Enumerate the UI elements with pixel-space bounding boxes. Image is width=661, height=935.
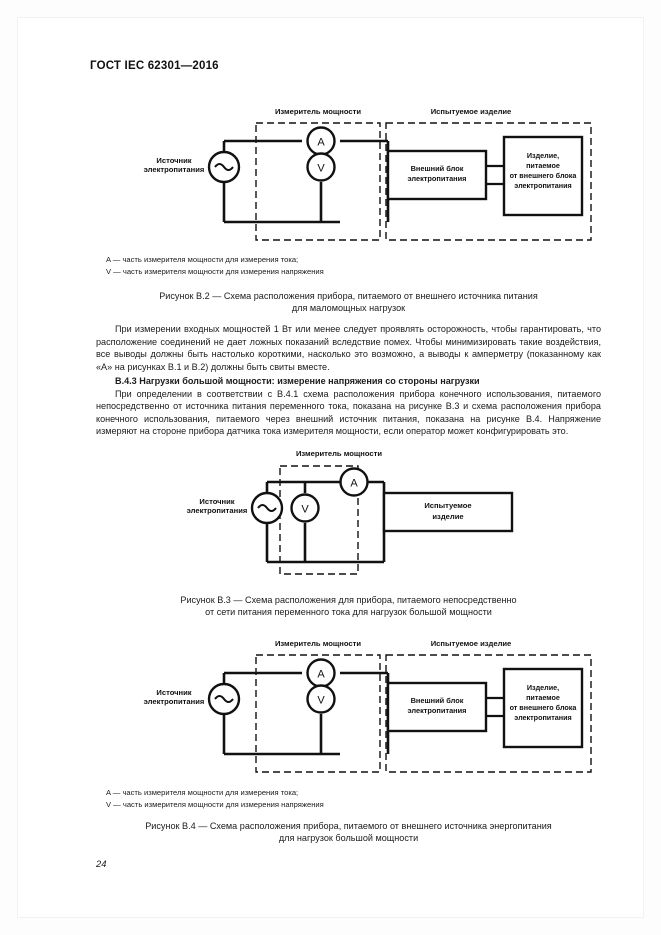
figure-b4-caption-line1: Рисунок B.4 — Схема расположения прибора… bbox=[145, 821, 552, 831]
figure-b2-caption-line1: Рисунок B.2 — Схема расположения прибора… bbox=[159, 291, 538, 301]
figure-b4-caption: Рисунок B.4 — Схема расположения прибора… bbox=[96, 820, 601, 845]
figure-b2-ac-sine-glyph bbox=[214, 163, 234, 171]
figure-b4-psu-eut-link bbox=[486, 696, 504, 718]
figure-b2: Измеритель мощности Испытуемое изделие И… bbox=[96, 104, 596, 249]
figure-b3-meter-boundary bbox=[279, 465, 359, 575]
figure-b2-legend-a: A — часть измерителя мощности для измере… bbox=[106, 255, 299, 264]
section-b43-body: При определении в соответствии с B.4.1 с… bbox=[96, 388, 601, 437]
section-b43-block: B.4.3 Нагрузки большой мощности: измерен… bbox=[96, 375, 601, 438]
figure-b4-voltmeter-label: V bbox=[317, 695, 325, 707]
figure-b2-caption: Рисунок B.2 — Схема расположения прибора… bbox=[96, 290, 601, 315]
figure-b4-psu-label-line1: Внешний блок bbox=[411, 696, 464, 705]
figure-b4-eut-label-line3: от внешнего блока bbox=[510, 703, 578, 712]
body-paragraph-1-block: При измерении входных мощностей 1 Вт или… bbox=[96, 323, 601, 373]
figure-b2-source-label-line1: Источник bbox=[156, 156, 191, 165]
figure-b4-eut-label-line1: Изделие, bbox=[527, 683, 559, 692]
figure-b3-eut-label-line2: изделие bbox=[432, 512, 463, 521]
body-paragraph-1: При измерении входных мощностей 1 Вт или… bbox=[96, 324, 601, 372]
figure-b2-legend-v: V — часть измерителя мощности для измере… bbox=[106, 266, 324, 276]
figure-b4-legend-v: V — часть измерителя мощности для измере… bbox=[106, 799, 324, 809]
figure-b4-ammeter-label: A bbox=[317, 669, 325, 681]
page-header-standard-number: ГОСТ IEC 62301—2016 bbox=[90, 60, 219, 72]
figure-b3: Измеритель мощности Источник электропита… bbox=[96, 446, 596, 578]
figure-b4-meter-boundary bbox=[255, 654, 381, 773]
figure-b4-eut-label-line2: питаемое bbox=[526, 693, 560, 702]
figure-b2-external-psu-box bbox=[386, 149, 488, 201]
figure-b4: Измеритель мощности Испытуемое изделие И… bbox=[96, 636, 596, 781]
figure-b4-meter-header: Измеритель мощности bbox=[275, 639, 361, 648]
figure-b3-eut-label-line1: Испытуемое bbox=[424, 501, 471, 510]
figure-b2-eut-boundary bbox=[385, 122, 592, 241]
figure-b3-ammeter-label: A bbox=[350, 478, 358, 490]
figure-b4-eut-header: Испытуемое изделие bbox=[431, 639, 512, 648]
figure-b3-ammeter-symbol bbox=[339, 467, 369, 497]
figure-b2-eut-box bbox=[502, 135, 584, 217]
figure-b4-source-label-line1: Источник bbox=[156, 688, 191, 697]
figure-b4-voltmeter-symbol bbox=[306, 684, 336, 714]
figure-b3-voltmeter-symbol bbox=[290, 493, 320, 523]
figure-b2-source-label-line2: электропитания bbox=[144, 165, 205, 174]
figure-b3-source-label-line2: электропитания bbox=[187, 506, 248, 515]
figure-b2-voltmeter-symbol bbox=[306, 152, 336, 182]
figure-b3-meter-header: Измеритель мощности bbox=[296, 449, 382, 458]
figure-b3-ac-sine-glyph bbox=[257, 504, 277, 512]
figure-b4-psu-label-line2: электропитания bbox=[407, 706, 466, 715]
figure-b4-legend: A — часть измерителя мощности для измере… bbox=[106, 787, 324, 810]
figure-b4-eut-box bbox=[502, 667, 584, 749]
figure-b4-caption-line2: для нагрузок большой мощности bbox=[278, 833, 419, 844]
figure-b2-meter-header: Измеритель мощности bbox=[275, 107, 361, 116]
figure-b4-eut-label-line4: электропитания bbox=[514, 713, 571, 722]
figure-b2-legend: A — часть измерителя мощности для измере… bbox=[106, 254, 324, 277]
figure-b4-eut-boundary bbox=[385, 654, 592, 773]
figure-b2-eut-label-line3: от внешнего блока bbox=[510, 171, 578, 180]
figure-b2-ammeter-label: A bbox=[317, 137, 325, 149]
figure-b2-eut-label-line4: электропитания bbox=[514, 181, 571, 190]
figure-b2-eut-label-line2: питаемое bbox=[526, 161, 560, 170]
figure-b2-eut-label-line1: Изделие, bbox=[527, 151, 559, 160]
figure-b2-voltmeter-label: V bbox=[317, 163, 325, 175]
figure-b3-caption-line2: от сети питания переменного тока для наг… bbox=[205, 607, 492, 618]
page-sheet: ГОСТ IEC 62301—2016 Измеритель мощности … bbox=[18, 18, 643, 917]
figure-b2-eut-header: Испытуемое изделие bbox=[431, 107, 512, 116]
figure-b3-eut-box bbox=[382, 491, 514, 533]
figure-b4-wiring bbox=[222, 671, 390, 756]
figure-b3-caption: Рисунок B.3 — Схема расположения для при… bbox=[96, 594, 601, 619]
figure-b4-source-label-line2: электропитания bbox=[144, 697, 205, 706]
figure-b2-psu-eut-link bbox=[486, 164, 504, 186]
figure-b4-external-psu-box bbox=[386, 681, 488, 733]
figure-b4-ac-sine-glyph bbox=[214, 695, 234, 703]
figure-b2-psu-label-line1: Внешний блок bbox=[411, 164, 464, 173]
section-b43-heading: B.4.3 Нагрузки большой мощности: измерен… bbox=[115, 376, 480, 386]
figure-b3-wiring bbox=[265, 480, 386, 564]
figure-b3-caption-line1: Рисунок B.3 — Схема расположения для при… bbox=[180, 595, 517, 605]
figure-b3-voltmeter-label: V bbox=[301, 504, 309, 516]
figure-b2-psu-label-line2: электропитания bbox=[407, 174, 466, 183]
figure-b2-wiring bbox=[222, 139, 390, 224]
figure-b3-source-label-line1: Источник bbox=[199, 497, 234, 506]
page-number: 24 bbox=[96, 858, 107, 869]
figure-b2-meter-boundary bbox=[255, 122, 381, 241]
figure-b2-caption-line2: для маломощных нагрузок bbox=[291, 303, 406, 314]
figure-b4-legend-a: A — часть измерителя мощности для измере… bbox=[106, 788, 299, 797]
